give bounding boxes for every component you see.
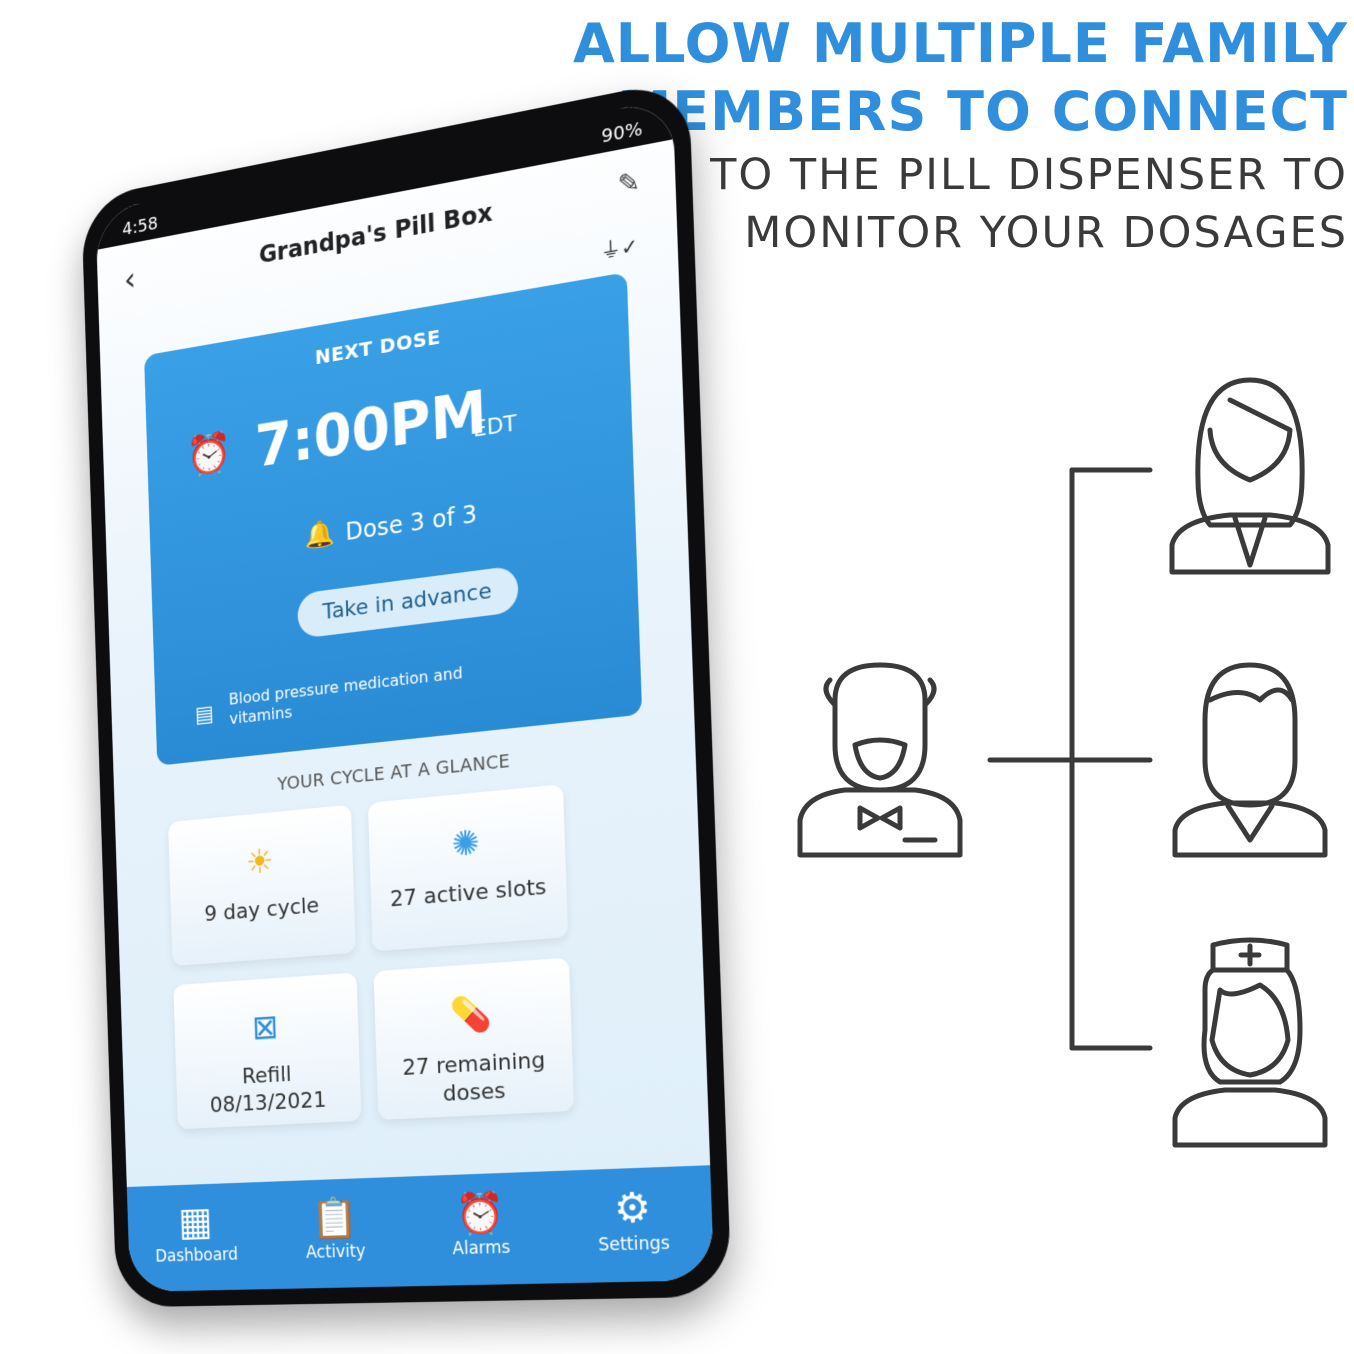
phone-frame: 4:58 90% ‹ Grandpa's Pill Box ✎ ⏚✓ NEXT …	[81, 77, 732, 1308]
refill-text: Refill 08/13/2021	[176, 1057, 361, 1121]
refill-date: 08/13/2021	[209, 1087, 327, 1119]
pill-box-icon: ▤	[194, 701, 215, 728]
sun-icon: ☀	[245, 841, 275, 883]
next-dose-label: NEXT DOSE	[314, 324, 442, 370]
plug-connected-icon: ⏚✓	[600, 232, 639, 265]
take-in-advance-button[interactable]: Take in advance	[296, 565, 519, 639]
status-time: 4:58	[121, 212, 159, 240]
alarm-clock-icon: ⏰	[185, 428, 233, 481]
next-dose-time: 7:00PM	[254, 377, 488, 481]
active-slots-text: 27 active slots	[389, 874, 547, 913]
headline-line-4: MONITOR YOUR DOSAGES	[744, 208, 1348, 258]
cycle-tile-slots[interactable]: ✺ 27 active slots	[367, 784, 569, 952]
nav-activity[interactable]: 📋 Activity	[278, 1193, 393, 1263]
refill-label: Refill	[241, 1062, 292, 1090]
slots-wheel-icon: ✺	[451, 822, 481, 866]
remaining-count: 27 remaining	[402, 1048, 546, 1081]
timezone-label: EDT	[472, 410, 518, 443]
cycle-tile-remaining[interactable]: 💊 27 remaining doses	[373, 957, 575, 1120]
phone-mockup: 4:58 90% ‹ Grandpa's Pill Box ✎ ⏚✓ NEXT …	[47, 37, 884, 1327]
nav-activity-label: Activity	[305, 1241, 366, 1263]
dashboard-icon: ▦	[177, 1199, 214, 1245]
nurse-icon	[1172, 937, 1328, 1148]
grandpa-icon	[797, 662, 963, 858]
clipboard-icon: 📋	[310, 1195, 359, 1243]
headline-line-2: MEMBERS TO CONNECT	[617, 80, 1348, 143]
bell-icon: 🔔	[303, 518, 336, 552]
headline-line-3: TO THE PILL DISPENSER TO	[710, 150, 1348, 200]
headline: ALLOW MULTIPLE FAMILY MEMBERS TO CONNECT…	[448, 10, 1348, 262]
nav-settings-label: Settings	[597, 1233, 671, 1256]
dose-count: Dose 3 of 3	[345, 499, 478, 547]
man-icon	[1172, 662, 1328, 858]
headline-line-1: ALLOW MULTIPLE FAMILY	[572, 12, 1348, 75]
status-battery: 90%	[601, 117, 643, 148]
cycle-days-text: 9 day cycle	[204, 893, 320, 927]
cycle-tile-refill[interactable]: ⊠ Refill 08/13/2021	[173, 972, 362, 1130]
next-dose-card: NEXT DOSE ⏰ 7:00PM EDT 🔔 Dose 3 of 3 Tak…	[144, 272, 643, 766]
cycle-tile-days[interactable]: ☀ 9 day cycle	[168, 804, 356, 967]
remaining-doses-text: 27 remaining doses	[376, 1045, 574, 1112]
bottom-nav: ▦ Dashboard 📋 Activity ⏰ Alarms ⚙ Settin…	[126, 1165, 715, 1292]
nav-dashboard-label: Dashboard	[155, 1245, 239, 1267]
nav-alarms[interactable]: ⏰ Alarms	[421, 1188, 541, 1260]
alarm-clock-icon: ⏰	[455, 1190, 506, 1239]
nav-alarms-label: Alarms	[452, 1237, 511, 1260]
edit-pencil-icon[interactable]: ✎	[617, 166, 641, 202]
gear-icon: ⚙	[613, 1184, 652, 1233]
calendar-x-icon: ⊠	[251, 1007, 279, 1048]
nav-dashboard[interactable]: ▦ Dashboard	[141, 1198, 251, 1267]
medication-note: Blood pressure medication and vitamins	[228, 662, 463, 729]
app-screen: 4:58 90% ‹ Grandpa's Pill Box ✎ ⏚✓ NEXT …	[95, 97, 715, 1292]
remaining-unit: doses	[442, 1078, 506, 1107]
capsule-icon: 💊	[450, 993, 493, 1037]
woman-icon	[1169, 377, 1331, 575]
nav-settings[interactable]: ⚙ Settings	[571, 1183, 697, 1257]
